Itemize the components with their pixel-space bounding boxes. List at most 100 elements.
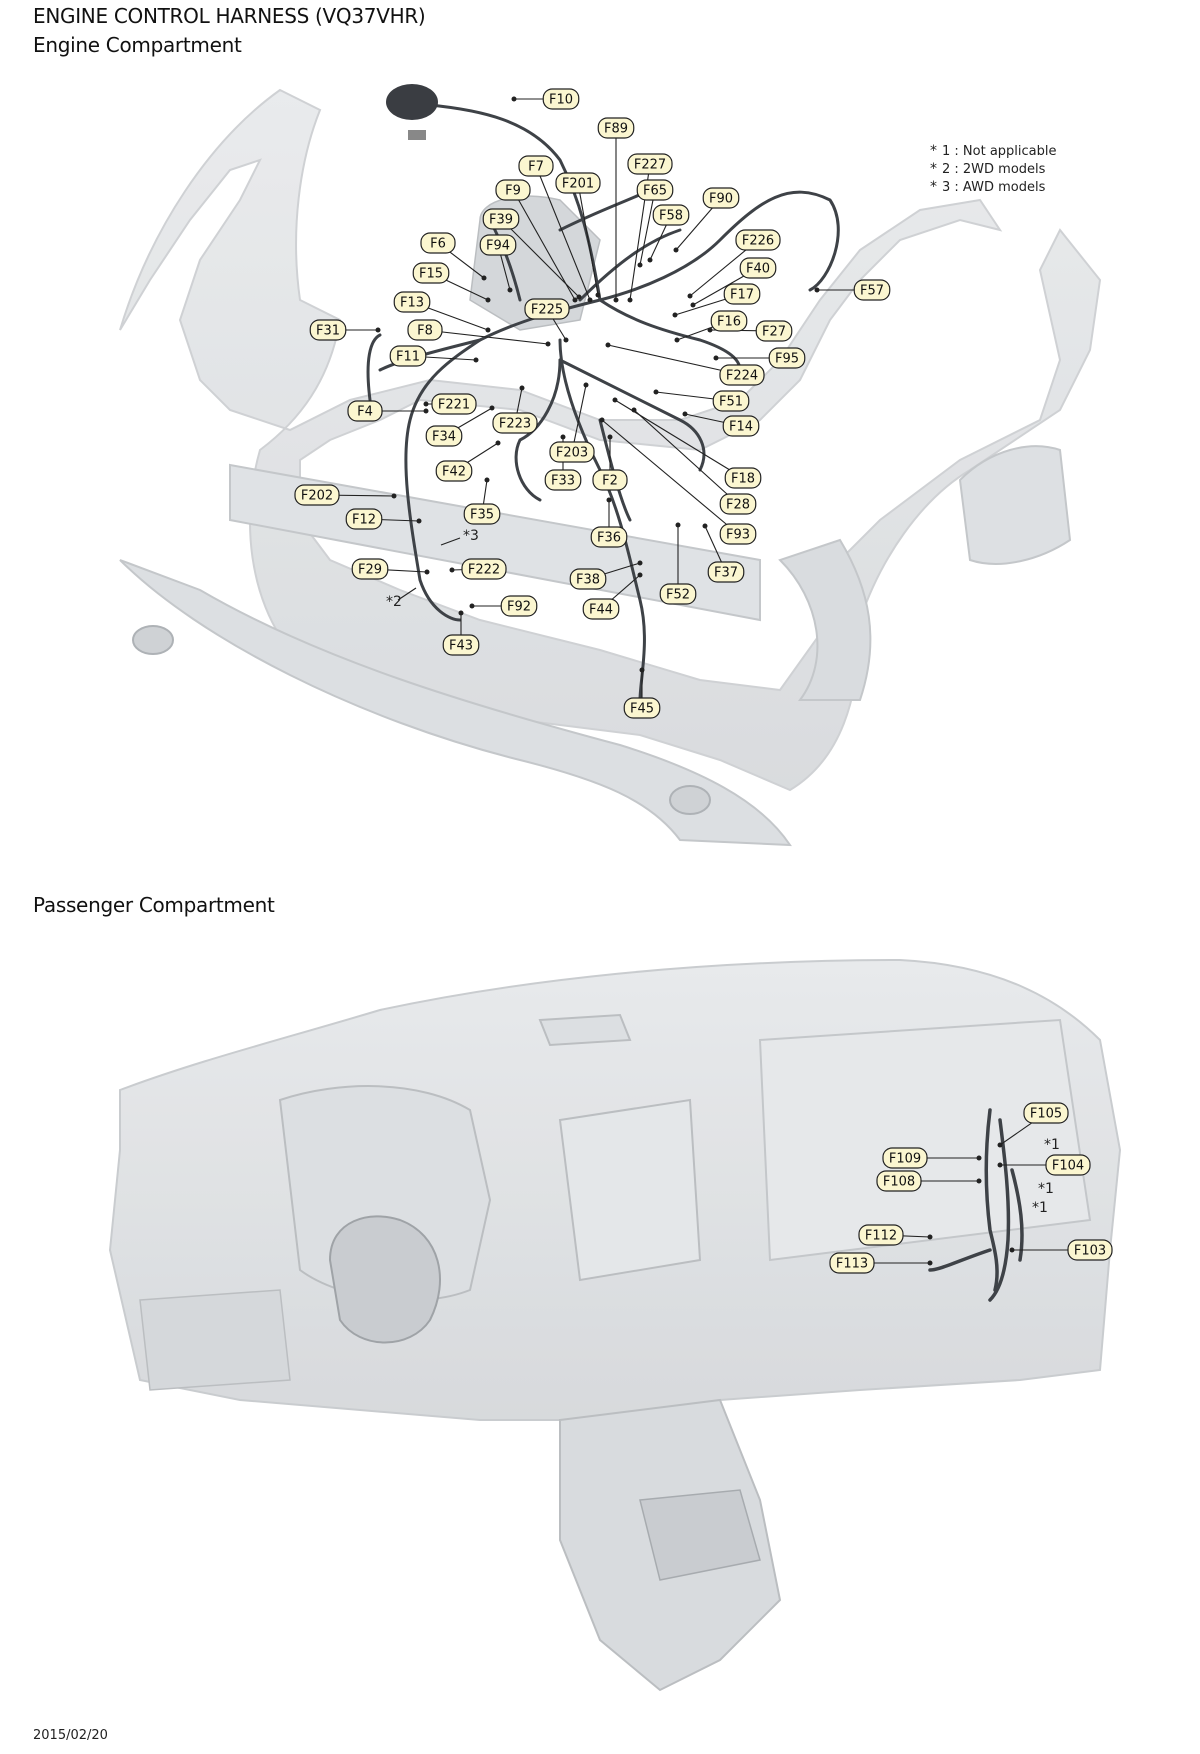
engine-connector-label[interactable]: F16 [710,310,748,332]
engine-connector-label[interactable]: F203 [549,441,595,463]
engine-connector-label[interactable]: F227 [627,153,673,175]
engine-connector-label[interactable]: F12 [345,508,383,530]
engine-connector-id: F92 [507,600,531,615]
passenger-connector-label[interactable]: F103 [1067,1239,1113,1261]
passenger-connector-id: F112 [865,1229,897,1244]
dashboard-illustration [108,958,1122,1692]
passenger-connector-point [997,1142,1003,1148]
engine-connector-id: F222 [468,563,500,578]
engine-connector-label[interactable]: F45 [623,697,661,719]
engine-connector-label[interactable]: F93 [719,523,757,545]
engine-connector-label[interactable]: F10 [542,88,580,110]
passenger-connector-label[interactable]: F113 [829,1252,875,1274]
engine-connector-label[interactable]: F28 [719,493,757,515]
engine-connector-label[interactable]: F37 [707,561,745,583]
engine-leader-line [614,399,744,479]
engine-connector-label[interactable]: F225 [524,298,570,320]
engine-connector-label[interactable]: F92 [500,595,538,617]
engine-connector-label[interactable]: F221 [431,393,477,415]
engine-connector-label[interactable]: F36 [590,526,628,548]
engine-connector-label[interactable]: F18 [724,467,762,489]
engine-connector-id: F203 [556,446,588,461]
engine-connector-label[interactable]: F224 [719,364,765,386]
engine-connector-label[interactable]: F6 [420,232,456,254]
engine-connector-id: F33 [551,474,575,489]
passenger-connector-label[interactable]: F104 [1045,1154,1091,1176]
engine-connector-label[interactable]: F11 [389,345,427,367]
engine-connector-label[interactable]: F39 [482,208,520,230]
engine-connector-label[interactable]: F40 [739,257,777,279]
engine-connector-point [416,518,422,524]
engine-connector-id: F11 [396,350,420,365]
engine-connector-label[interactable]: F52 [659,583,697,605]
engine-connector-label[interactable]: F8 [407,319,443,341]
engine-connector-label[interactable]: F57 [853,279,891,301]
passenger-connector-label[interactable]: F112 [858,1224,904,1246]
engine-connector-id: F35 [470,508,494,523]
engine-connector-point [587,297,593,303]
engine-connector-label[interactable]: F44 [582,598,620,620]
engine-leader-line [424,329,549,345]
engine-connector-label[interactable]: F27 [755,320,793,342]
engine-connector-label[interactable]: F223 [492,412,538,434]
engine-connector-label[interactable]: F95 [768,347,806,369]
engine-connector-id: F4 [357,405,373,420]
passenger-harness-wires [928,1108,1024,1302]
engine-connector-label[interactable]: F90 [702,187,740,209]
engine-connector-label[interactable]: F17 [723,283,761,305]
engine-connector-label[interactable]: F202 [294,484,340,506]
engine-connector-label[interactable]: F226 [735,229,781,251]
engine-connector-label[interactable]: F13 [393,291,431,313]
engine-connector-point [519,385,525,391]
engine-leader-line [633,409,739,505]
engine-connector-label[interactable]: F29 [351,558,389,580]
engine-connector-point [647,257,653,263]
engine-connector-point [637,572,643,578]
footer-date: 2015/02/20 [33,1728,108,1743]
engine-connector-id: F93 [726,528,750,543]
engine-connector-label[interactable]: F34 [425,425,463,447]
engine-connector-id: F36 [597,531,621,546]
engine-connector-label[interactable]: F42 [435,460,473,482]
engine-connector-label[interactable]: F31 [309,319,347,341]
engine-leader-line [639,189,656,266]
engine-connector-label[interactable]: F15 [412,262,450,284]
engine-connector-label[interactable]: F4 [347,400,383,422]
engine-connector-point [595,292,601,298]
engine-connector-label[interactable]: F33 [544,469,582,491]
engine-connector-label[interactable]: F65 [636,179,674,201]
engine-connector-label[interactable]: F38 [569,568,607,590]
engine-connector-id: F29 [358,563,382,578]
engine-connector-point [687,293,693,299]
engine-connector-label[interactable]: F14 [722,415,760,437]
passenger-connector-label[interactable]: F105 [1023,1102,1069,1124]
annotation-not-applicable-mark: *1 [1038,1181,1054,1197]
engine-connector-label[interactable]: F7 [518,155,554,177]
engine-connector-label[interactable]: F2 [592,469,628,491]
engine-connector-label[interactable]: F58 [652,204,690,226]
engine-connector-id: F2 [602,474,618,489]
engine-connector-point [449,567,455,573]
engine-leader-line [512,189,576,301]
engine-connector-label[interactable]: F94 [479,234,517,256]
engine-connector-label[interactable]: F51 [712,390,750,412]
legend-item-2wd: 2 : 2WD models [942,162,1046,177]
engine-connector-label[interactable]: F43 [442,634,480,656]
engine-connector-point [627,297,633,303]
engine-connector-point [639,667,645,673]
engine-connector-point [485,297,491,303]
engine-connector-label[interactable]: F9 [495,179,531,201]
passenger-connector-label[interactable]: F108 [876,1170,922,1192]
engine-leader-line [601,419,739,535]
engine-connector-point [576,294,582,300]
engine-connector-id: F89 [604,122,628,137]
engine-connector-label[interactable]: F35 [463,503,501,525]
engine-connector-label[interactable]: F89 [597,117,635,139]
engine-connector-label[interactable]: F201 [555,172,601,194]
passenger-connector-label[interactable]: F109 [882,1147,928,1169]
engine-connector-id: F226 [742,234,774,249]
legend-asterisk-icon: * [930,161,937,177]
engine-connector-label[interactable]: F222 [461,558,507,580]
engine-connector-point [495,440,501,446]
engine-connector-id: F202 [301,489,333,504]
